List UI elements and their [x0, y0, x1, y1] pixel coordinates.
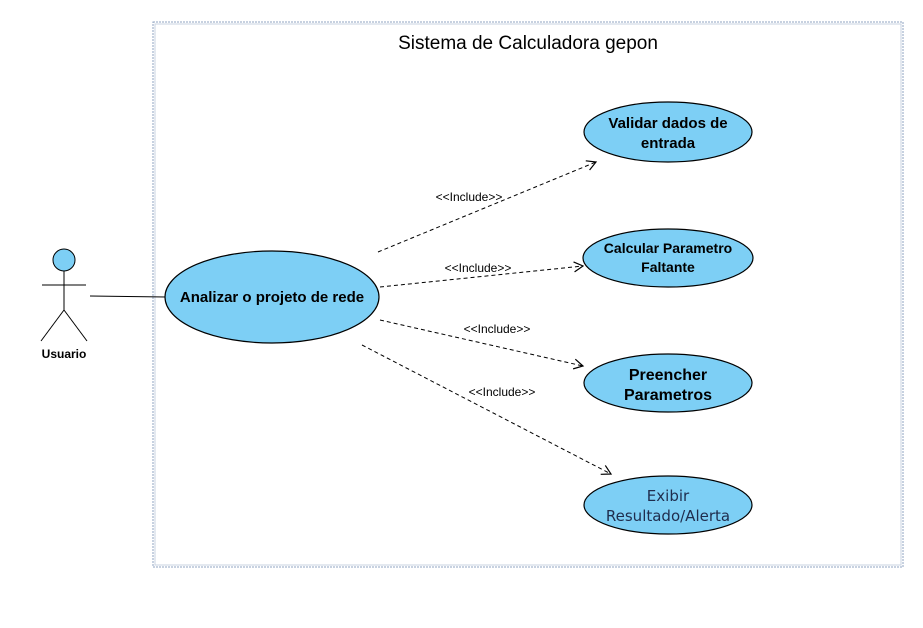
actor-head	[52, 248, 76, 272]
use-case-preencher[interactable]: Preencher Parametros	[583, 353, 753, 413]
actor-usuario[interactable]	[40, 248, 88, 342]
use-case-exibir-line1: Exibir	[647, 487, 690, 505]
include-label-calcular: <<Include>>	[445, 261, 512, 275]
use-case-analizar-label: Analizar o projeto de rede	[180, 289, 364, 306]
include-arrow-exibir	[361, 344, 613, 475]
include-arrow-calcular	[379, 261, 585, 288]
include-arrow-validar	[377, 160, 598, 253]
association-line	[89, 295, 167, 298]
use-case-calcular[interactable]: Calcular Parametro Faltante	[582, 228, 754, 288]
actor-right-leg	[63, 309, 88, 342]
use-case-calcular-line2: Faltante	[641, 259, 695, 275]
actor-label: Usuario	[42, 347, 87, 361]
use-case-validar[interactable]: Validar dados de entrada	[583, 101, 753, 163]
use-case-exibir[interactable]: Exibir Resultado/Alerta	[583, 475, 753, 535]
include-label-validar: <<Include>>	[436, 190, 503, 204]
actor-left-leg	[40, 309, 65, 342]
use-case-validar-line2: entrada	[641, 135, 696, 152]
include-label-preencher: <<Include>>	[464, 322, 531, 336]
system-title: Sistema de Calculadora gepon	[398, 33, 658, 54]
use-case-preencher-line2: Parametros	[624, 387, 712, 404]
use-case-analizar[interactable]: Analizar o projeto de rede	[164, 250, 380, 344]
use-case-preencher-line1: Preencher	[629, 367, 707, 384]
use-case-validar-line1: Validar dados de	[608, 115, 727, 132]
use-case-calcular-line1: Calcular Parametro	[604, 240, 732, 256]
use-case-exibir-line2: Resultado/Alerta	[606, 507, 730, 525]
include-label-exibir: <<Include>>	[469, 385, 536, 399]
